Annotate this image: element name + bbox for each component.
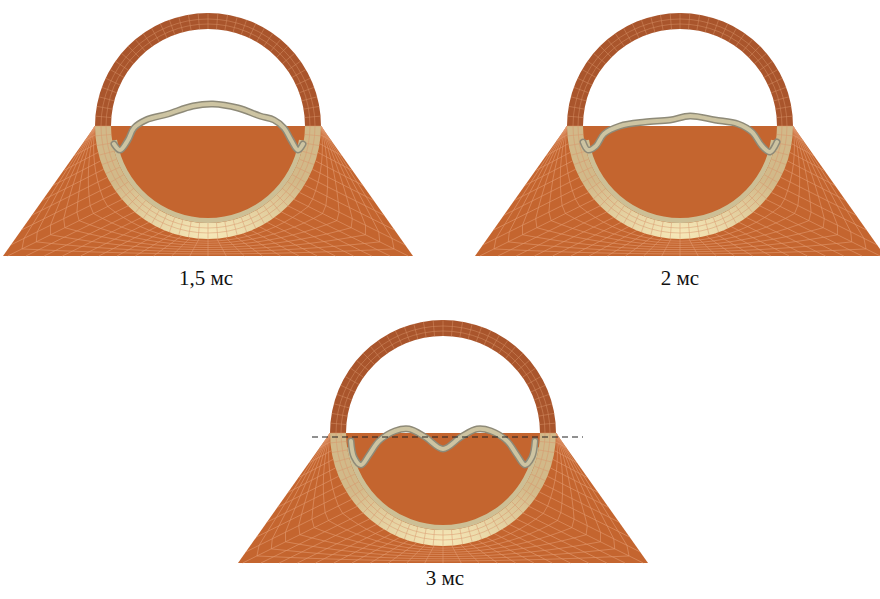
support-block bbox=[3, 126, 413, 256]
pipe-wall bbox=[567, 13, 793, 126]
liner-deformed-edge bbox=[583, 116, 777, 152]
support-block bbox=[475, 126, 880, 256]
liner-deformed bbox=[351, 429, 535, 465]
pipe-wall bbox=[330, 320, 556, 433]
pipe-model bbox=[475, 13, 880, 256]
liner-lower bbox=[112, 140, 304, 223]
time-label: 3 мс bbox=[426, 566, 464, 591]
pipe-model bbox=[238, 320, 648, 563]
pipe-model bbox=[3, 13, 413, 256]
liner-deformed-edge bbox=[351, 429, 535, 465]
time-label: 2 мс bbox=[661, 266, 699, 291]
pipe-mesh bbox=[330, 320, 556, 546]
liner-deformed bbox=[114, 104, 303, 150]
pipe-wall bbox=[95, 13, 321, 126]
reference-line bbox=[312, 436, 583, 437]
support-mesh bbox=[8, 126, 409, 256]
support-mesh bbox=[480, 126, 880, 256]
pipe-mesh bbox=[95, 13, 321, 239]
liner-lower bbox=[347, 447, 539, 530]
liner-deformed-edge bbox=[114, 104, 303, 150]
time-label: 1,5 мс bbox=[179, 266, 233, 291]
pipe-mesh bbox=[567, 13, 793, 239]
liner-deformed bbox=[583, 116, 777, 152]
liner-lower bbox=[584, 140, 776, 223]
